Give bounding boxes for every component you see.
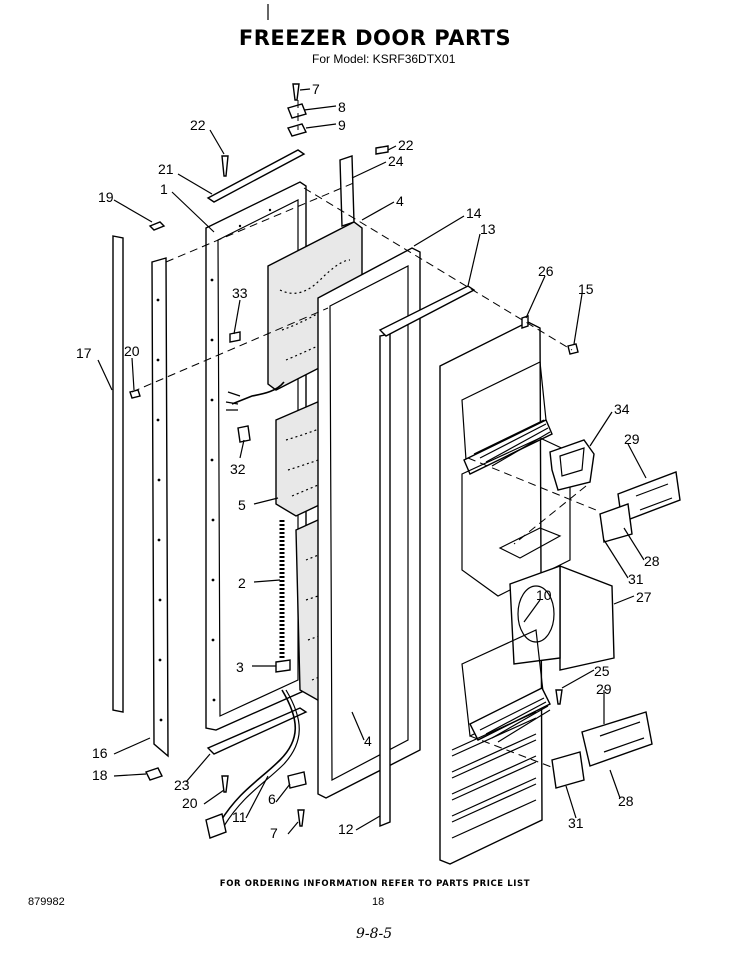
callout-33: 33 bbox=[232, 285, 248, 301]
part-32-connector bbox=[237, 425, 251, 443]
callout-24: 24 bbox=[388, 153, 404, 169]
callout-29b: 29 bbox=[596, 681, 612, 697]
part-2-wire-harness bbox=[205, 381, 300, 839]
callout-3: 3 bbox=[236, 659, 244, 675]
handwritten-date: 9-8-5 bbox=[356, 926, 393, 942]
callout-23: 23 bbox=[174, 777, 190, 793]
callout-10: 10 bbox=[536, 587, 552, 603]
part-13-strip bbox=[378, 285, 476, 337]
part-7-screw-bottom bbox=[297, 809, 305, 827]
callout-22: 22 bbox=[190, 117, 206, 133]
callout-21: 21 bbox=[158, 161, 174, 177]
callout-9: 9 bbox=[338, 117, 346, 133]
callout-28b: 28 bbox=[618, 793, 634, 809]
part-24-strip bbox=[339, 155, 355, 227]
callout-14: 14 bbox=[466, 205, 482, 221]
callout-29: 29 bbox=[624, 431, 640, 447]
callout-4: 4 bbox=[396, 193, 404, 209]
door-liner-panel bbox=[439, 321, 615, 865]
part-23-bracket bbox=[206, 707, 308, 755]
part-21-bracket bbox=[206, 149, 306, 203]
callout-1: 1 bbox=[160, 181, 168, 197]
callout-19: 19 bbox=[98, 189, 114, 205]
part-25-screw bbox=[555, 689, 563, 705]
page-title: FREEZER DOOR PARTS bbox=[238, 26, 512, 50]
callout-15: 15 bbox=[578, 281, 594, 297]
callout-11: 11 bbox=[232, 809, 247, 825]
callout-20: 20 bbox=[124, 343, 140, 359]
callout-28: 28 bbox=[644, 553, 660, 569]
callout-13: 13 bbox=[480, 221, 496, 237]
callout-7: 7 bbox=[312, 81, 320, 97]
callout-12: 12 bbox=[338, 821, 354, 837]
part-29-28-31-upper bbox=[599, 471, 681, 543]
part-34-chute bbox=[549, 439, 595, 491]
callout-16: 16 bbox=[92, 745, 108, 761]
callout-17: 17 bbox=[76, 345, 92, 361]
ordering-note: FOR ORDERING INFORMATION REFER TO PARTS … bbox=[219, 879, 531, 889]
part-16-panel bbox=[151, 257, 169, 758]
part-14-gasket bbox=[317, 247, 421, 799]
part-12-strip bbox=[379, 333, 391, 828]
callout-labels: 7 8 9 22 22 24 21 1 19 4 14 13 26 15 33 … bbox=[76, 81, 660, 841]
callout-5: 5 bbox=[238, 497, 246, 513]
callout-7b: 7 bbox=[270, 825, 278, 841]
callout-22b: 22 bbox=[398, 137, 414, 153]
callout-27: 27 bbox=[636, 589, 652, 605]
callout-4b: 4 bbox=[364, 733, 372, 749]
part-22-screw-right bbox=[375, 145, 389, 155]
document-number: 879982 bbox=[28, 896, 65, 908]
part-7-8-9-hinge-hardware bbox=[286, 83, 308, 137]
part-22-screw bbox=[221, 155, 229, 177]
part-19-clip bbox=[148, 221, 166, 231]
leader-lines bbox=[97, 88, 647, 835]
model-subtitle: For Model: KSRF36DTX01 bbox=[312, 52, 456, 66]
part-29-28-31-lower bbox=[551, 711, 653, 789]
part-15-screw bbox=[567, 343, 579, 355]
part-6-bracket bbox=[287, 771, 307, 789]
callout-6: 6 bbox=[268, 791, 276, 807]
part-33-clip bbox=[229, 331, 241, 343]
callout-31b: 31 bbox=[568, 815, 584, 831]
callout-32: 32 bbox=[230, 461, 246, 477]
page-number: 18 bbox=[372, 896, 385, 908]
part-20-screw-bottom bbox=[221, 775, 229, 793]
part-17-strip bbox=[112, 235, 124, 713]
part-3-connector bbox=[275, 659, 291, 673]
callout-20b: 20 bbox=[182, 795, 198, 811]
callout-26: 26 bbox=[538, 263, 554, 279]
callout-25: 25 bbox=[594, 663, 610, 679]
part-26-screw bbox=[521, 315, 529, 329]
callout-18: 18 bbox=[92, 767, 108, 783]
callout-8: 8 bbox=[338, 99, 346, 115]
callout-31: 31 bbox=[628, 571, 644, 587]
part-18-clip bbox=[145, 767, 163, 781]
callout-34: 34 bbox=[614, 401, 630, 417]
callout-2: 2 bbox=[238, 575, 246, 591]
